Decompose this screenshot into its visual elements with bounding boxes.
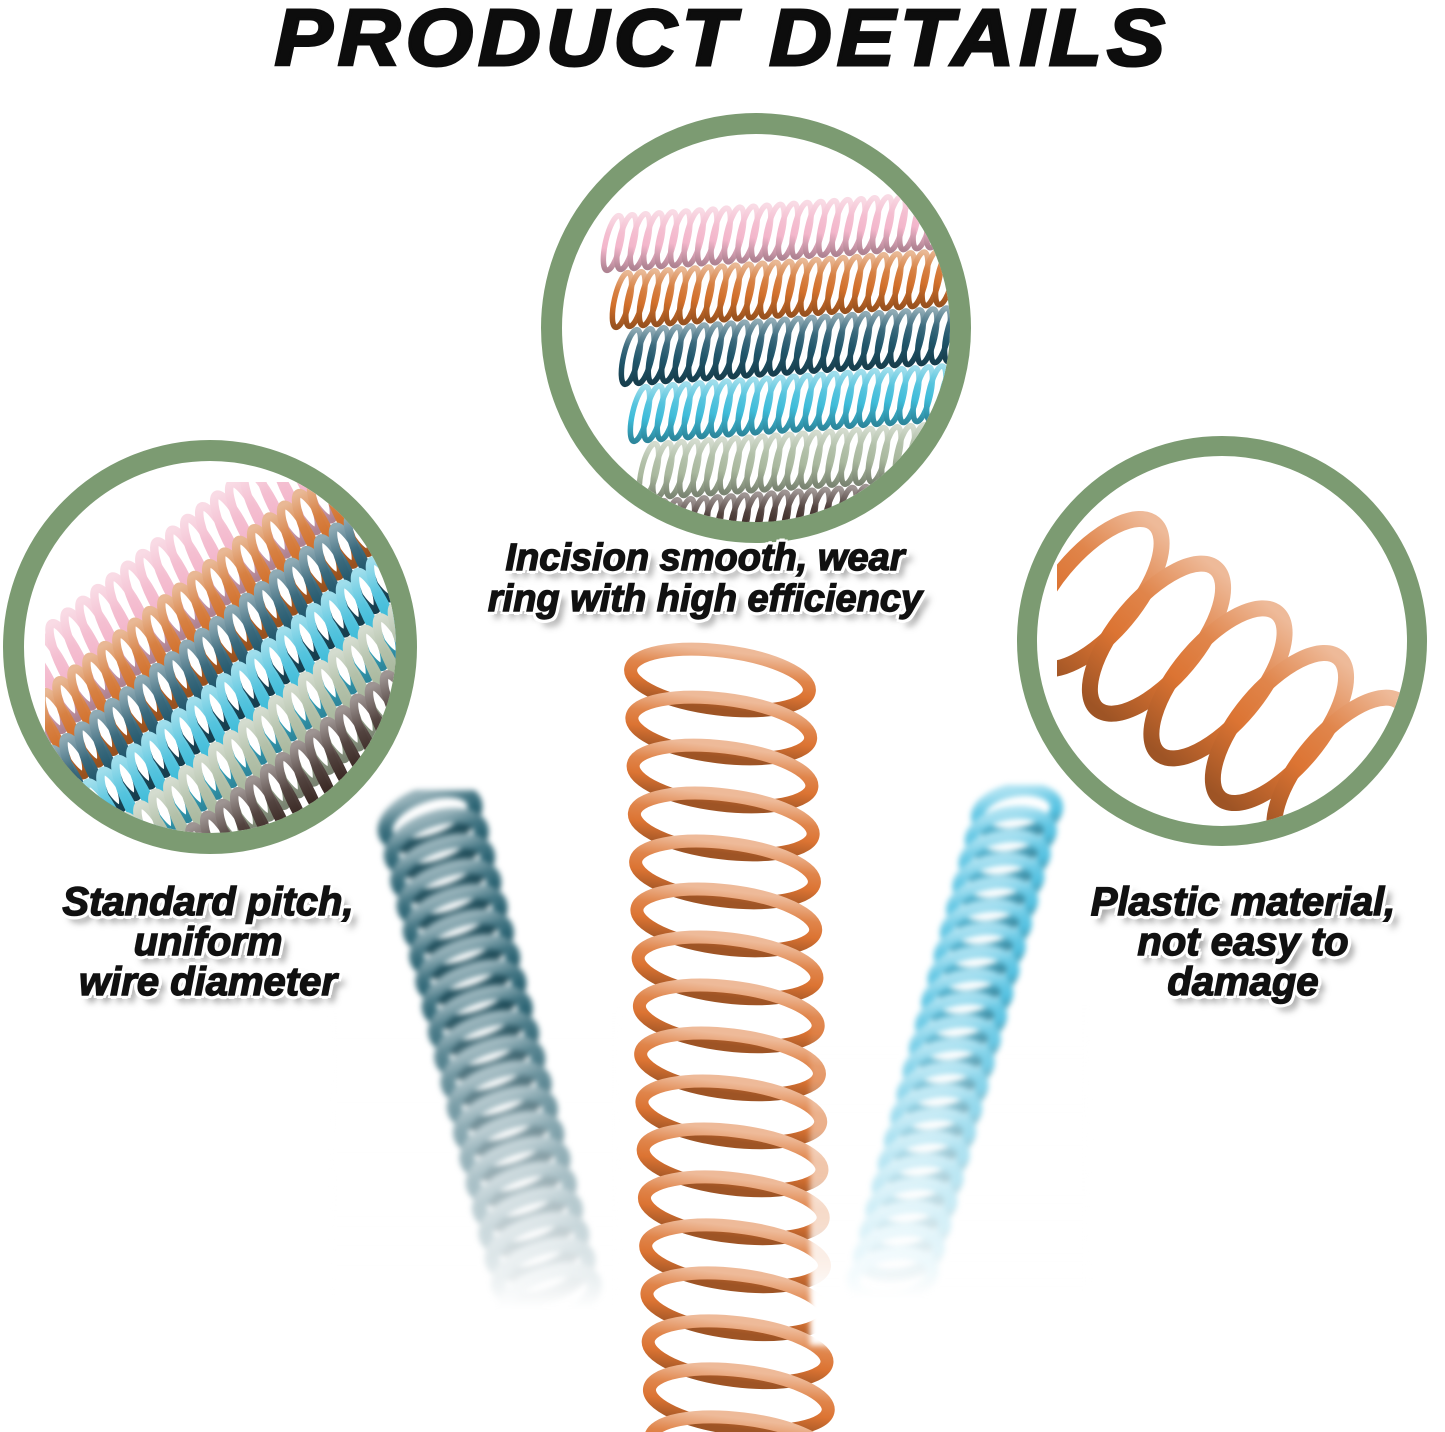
caption-standard-pitch: Standard pitch, uniform wire diameter [0,880,418,1004]
caption-plastic-material: Plastic material, not easy to damage [1033,880,1445,1004]
assorted-coils-photo [600,190,950,522]
callout-circle-assorted-coils [541,113,971,543]
caption-line: uniform [133,920,283,964]
page-title: PRODUCT DETAILS [273,0,1171,84]
caption-incision-smooth: Incision smooth, wear ring with high eff… [405,537,1005,620]
caption-line: Incision smooth, wear [505,537,905,579]
caption-line: wire diameter [78,960,337,1004]
caption-line: ring with high efficiency [487,578,923,620]
caption-line: Standard pitch, [62,880,355,924]
caption-line: not easy to [1137,920,1350,964]
coil-pitch-closeup-photo [45,482,396,833]
caption-line: Plastic material, [1090,880,1396,924]
orange-coil-closeup-photo [1057,510,1407,826]
caption-line: damage [1167,960,1320,1004]
teal-spiral-coil-image [330,790,620,1370]
blue-spiral-coil-image [810,785,1090,1345]
